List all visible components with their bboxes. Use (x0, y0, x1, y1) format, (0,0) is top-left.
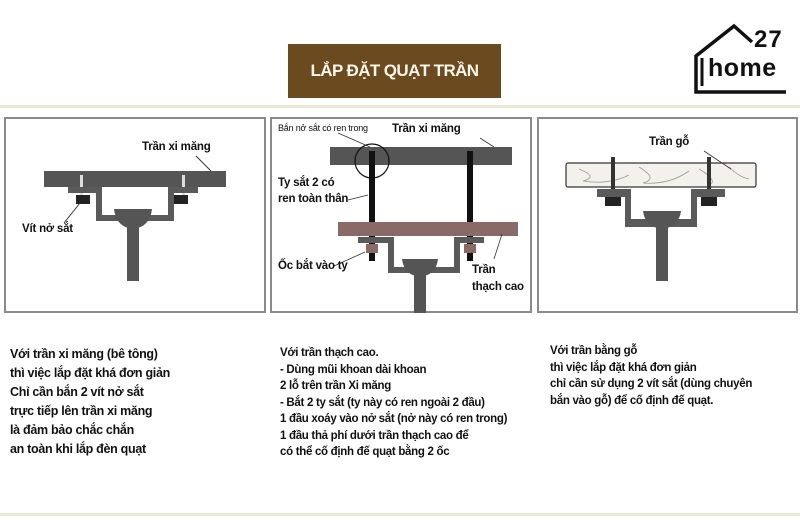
description-line: - Bắt 2 ty sắt (ty này có ren ngoài 2 đầ… (280, 396, 485, 409)
description-line: là đảm bảo chắc chắn (10, 423, 134, 437)
description-line: Chỉ cần bắn 2 vít nở sắt (10, 385, 144, 399)
label-rod-line2: ren toàn thân (278, 193, 349, 205)
description-line: Với trần bằng gỗ (550, 345, 638, 357)
description-concrete-ceiling: Với trần xi măng (bê tông) thì việc lắp … (10, 345, 170, 459)
description-line: an toàn khi lắp đèn quạt (10, 442, 146, 456)
description-wood-ceiling: Với trần bằng gỗ thì việc lắp đặt khá đơ… (550, 343, 752, 409)
panel-wood-ceiling: Trần gỗ (537, 117, 798, 313)
description-line: chỉ cần sử dụng 2 vít sắt (dùng chuyên (550, 378, 753, 390)
panel-gypsum-ceiling: Bắn nở sắt có ren trong Trần xi măng Ty … (270, 117, 532, 313)
label-ceiling: Trần xi măng (142, 141, 211, 153)
label-rod-line1: Ty sắt 2 có (278, 177, 335, 189)
brand-logo: 27 home (690, 20, 800, 100)
label-anchor: Vít nở sắt (22, 223, 73, 235)
description-line: thì việc lắp đặt khá đơn giản (550, 361, 697, 374)
gypsum-ceiling-diagram (330, 132, 518, 313)
page-title-text: LẮP ĐẶT QUẠT TRẦN (310, 61, 480, 80)
label-anchor: Bắn nở sắt có ren trong (278, 123, 368, 133)
description-line: 2 lỗ trên trần Xi măng (280, 380, 391, 392)
header-separator (0, 105, 800, 108)
footer-separator (0, 513, 800, 516)
description-line: 1 đầu thả phí dưới trần thạch cao để (280, 429, 469, 442)
logo-number: 27 (754, 26, 783, 53)
logo-word: home (708, 54, 777, 82)
label-nut: Ốc bắt vào ty (278, 260, 348, 272)
description-line: có thể cố định đế quạt bằng 2 ốc (280, 446, 450, 458)
description-line: bắn vào gỗ) để cố định đế quạt. (550, 394, 714, 407)
label-gypsum-line1: Trần (472, 264, 496, 276)
label-ceiling: Trần gỗ (649, 136, 690, 148)
description-line: trực tiếp lên trần xi măng (10, 404, 153, 418)
page-title: LẮP ĐẶT QUẠT TRẦN (288, 44, 501, 98)
description-line: Với trần thạch cao. (280, 347, 379, 359)
description-line: 1 đầu xoáy vào nở sắt (nở này có ren tro… (280, 413, 508, 425)
label-ceiling: Trần xi măng (392, 123, 461, 135)
wood-ceiling-diagram (565, 150, 757, 281)
description-line: - Dùng mũi khoan dài khoan (280, 363, 427, 376)
label-gypsum-line2: thạch cao (472, 281, 524, 293)
description-line: thì việc lắp đặt khá đơn giản (10, 366, 170, 380)
panel-concrete-ceiling: Trần xi măng Vít nở sắt (4, 117, 266, 313)
description-gypsum-ceiling: Với trần thạch cao. - Dùng mũi khoan dài… (280, 345, 507, 461)
concrete-ceiling-diagram (44, 155, 226, 281)
house-outline-icon (694, 23, 786, 94)
description-line: Với trần xi măng (bê tông) (10, 347, 158, 361)
